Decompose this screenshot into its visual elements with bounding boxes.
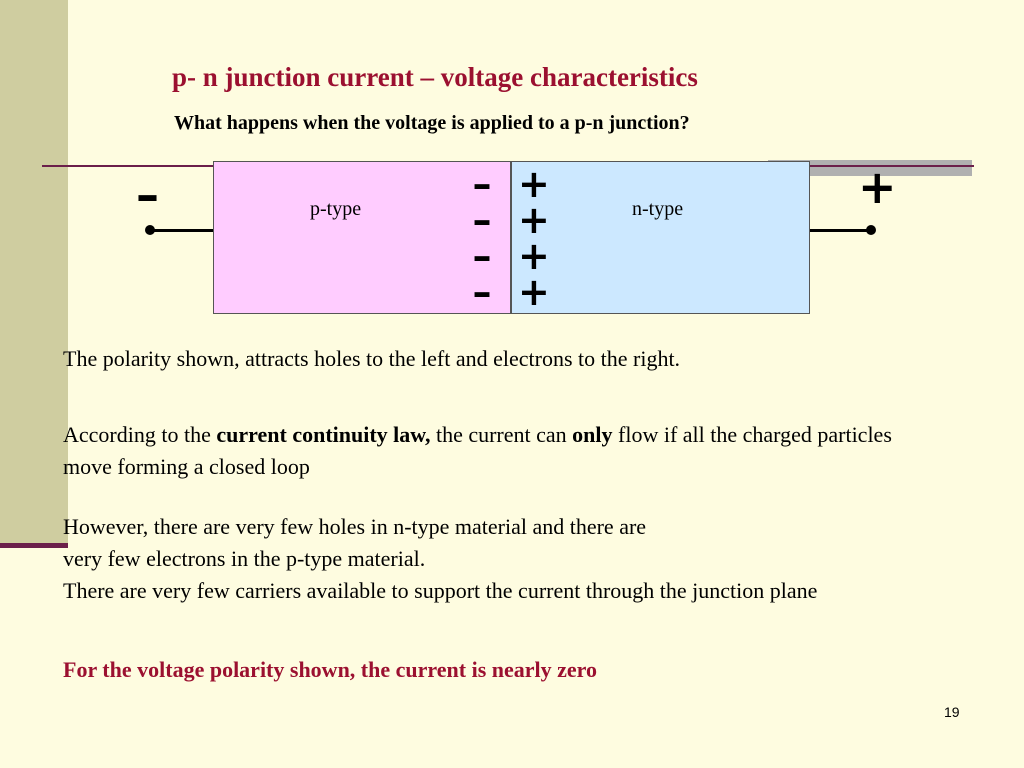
depletion-negative-charges: – – – – bbox=[467, 162, 497, 314]
right-terminal-dot bbox=[866, 225, 876, 235]
positive-charge: + bbox=[518, 234, 550, 278]
negative-charge: – bbox=[472, 162, 492, 206]
positive-terminal-sign: + bbox=[858, 160, 897, 214]
para3-line1: However, there are very few holes in n-t… bbox=[63, 514, 647, 539]
slide-subtitle: What happens when the voltage is applied… bbox=[174, 112, 690, 134]
depletion-positive-charges: + + + + bbox=[518, 162, 550, 314]
left-accent-strip bbox=[0, 0, 68, 548]
p-type-region bbox=[213, 161, 511, 314]
negative-charge: – bbox=[472, 270, 492, 314]
para3-line2: very few electrons in the p-type materia… bbox=[63, 546, 426, 571]
para3-line3: There are very few carriers available to… bbox=[63, 578, 818, 603]
title-rule-right bbox=[810, 165, 974, 167]
paragraph-polarity: The polarity shown, attracts holes to th… bbox=[63, 346, 681, 371]
paragraph-continuity-law: According to the current continuity law,… bbox=[63, 419, 913, 483]
left-wire bbox=[150, 229, 214, 232]
term-only: only bbox=[572, 422, 613, 447]
page-number: 19 bbox=[944, 704, 960, 720]
positive-charge: + bbox=[518, 270, 550, 314]
conclusion-text: For the voltage polarity shown, the curr… bbox=[63, 657, 598, 682]
n-type-label: n-type bbox=[632, 198, 684, 220]
negative-terminal-sign: – bbox=[136, 168, 159, 222]
negative-charge: – bbox=[472, 234, 492, 278]
para2-pre: According to the bbox=[63, 422, 217, 447]
negative-charge: – bbox=[472, 198, 492, 242]
para2-mid: the current can bbox=[430, 422, 573, 447]
para2-post: flow if all the charged particles move f… bbox=[63, 422, 892, 479]
right-wire bbox=[810, 229, 872, 232]
paragraph-carriers: However, there are very few holes in n-t… bbox=[63, 511, 913, 607]
left-accent-line bbox=[0, 543, 68, 548]
title-rule-left bbox=[42, 165, 214, 167]
n-type-region bbox=[511, 161, 810, 314]
p-type-label: p-type bbox=[310, 198, 362, 220]
title-rule-right-shadow bbox=[768, 160, 972, 176]
left-terminal-dot bbox=[145, 225, 155, 235]
positive-charge: + bbox=[518, 198, 550, 242]
term-current-continuity-law: current continuity law, bbox=[216, 422, 431, 447]
positive-charge: + bbox=[518, 162, 550, 206]
slide-title: p- n junction current – voltage characte… bbox=[172, 62, 698, 92]
